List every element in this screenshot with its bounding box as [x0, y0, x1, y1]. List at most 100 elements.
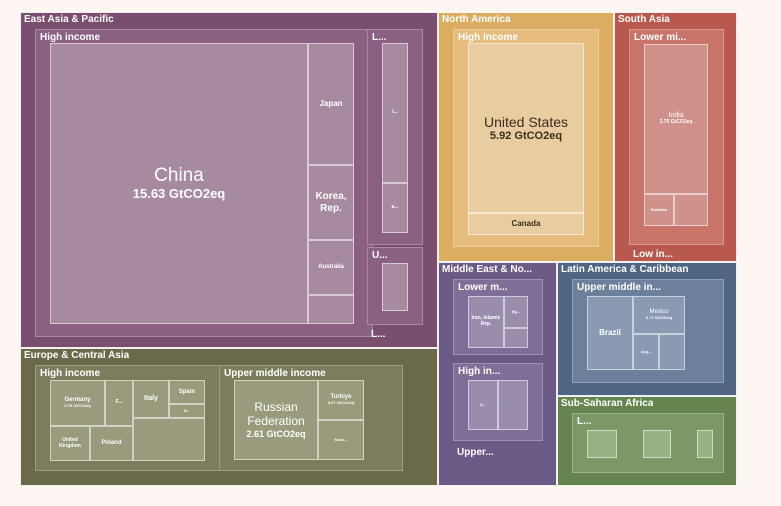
region-east-asia-pacific[interactable]: East Asia & Pacific High income China 15… — [20, 12, 438, 348]
country-brazil[interactable]: Brazil — [587, 296, 633, 370]
country-name: Japan — [319, 99, 343, 109]
country-name: Turkiye — [330, 394, 352, 401]
income-group-high-income[interactable]: High income China 15.63 GtCO2eq Japan Ko… — [35, 29, 373, 337]
country-poland[interactable]: Poland — [90, 426, 133, 461]
region-latin-america-caribbean[interactable]: Latin America & Caribbean Upper middle i… — [557, 262, 737, 396]
income-group-label: High income — [40, 368, 101, 379]
country-name: Italy — [143, 394, 158, 402]
income-group-label: Lower mi... — [634, 32, 687, 43]
country-cell[interactable] — [587, 430, 617, 458]
country-name: Arg... — [640, 348, 652, 354]
income-group-lower-middle[interactable]: Lower m... Iran, Islamic Rep. Eg... — [453, 279, 543, 355]
country-name: a... — [391, 204, 399, 211]
country-name: Germany — [64, 397, 91, 404]
region-middle-east-north-africa[interactable]: Middle East & No... Lower m... Iran, Isl… — [438, 262, 557, 486]
income-group-label-low: Low in... — [633, 249, 673, 260]
income-group-upper-middle[interactable]: Upper middle in... Brazil Mexico 0.77 Gt… — [572, 279, 724, 383]
region-europe-central-asia[interactable]: Europe & Central Asia High income German… — [20, 348, 438, 486]
country-canada[interactable]: Canada — [468, 213, 584, 235]
country-india[interactable]: India 3.75 GtCO2eq — [644, 44, 708, 194]
country-other[interactable]: a... — [382, 183, 408, 233]
country-mexico[interactable]: Mexico 0.77 GtCO2eq — [633, 296, 685, 334]
country-small[interactable] — [498, 380, 528, 430]
country-small[interactable] — [504, 328, 528, 348]
country-korea[interactable]: Korea, Rep. — [308, 165, 354, 240]
country-iran[interactable]: Iran, Islamic Rep. — [468, 296, 504, 348]
country-name: F... — [115, 399, 123, 406]
country-name: China — [154, 165, 204, 187]
country-name: N... — [183, 407, 191, 413]
income-group-high-income[interactable]: High income United States 5.92 GtCO2eq C… — [453, 29, 599, 247]
country-germany[interactable]: Germany 0.79 GtCO2eq — [50, 380, 105, 426]
region-label: North America — [442, 14, 511, 25]
income-group-low[interactable]: L... — [572, 413, 724, 473]
region-label: Europe & Central Asia — [24, 350, 130, 361]
country-france[interactable]: F... — [105, 380, 133, 426]
country-netherlands[interactable]: N... — [169, 404, 205, 418]
country-small[interactable] — [659, 334, 685, 370]
income-group-label: High income — [40, 32, 101, 43]
country-name: India — [668, 112, 684, 120]
country-name: Russian Federation — [247, 400, 305, 428]
region-label: East Asia & Pacific — [24, 14, 114, 25]
income-group-high-income[interactable]: High in... S... — [453, 363, 543, 441]
country-small[interactable] — [133, 418, 205, 461]
country-egypt[interactable]: Eg... — [504, 296, 528, 328]
income-group-label-upper: Upper... — [457, 447, 494, 458]
region-north-america[interactable]: North America High income United States … — [438, 12, 614, 262]
country-name: Eg... — [511, 308, 521, 314]
country-russian-federation[interactable]: Russian Federation 2.61 GtCO2eq — [234, 380, 318, 460]
income-group-label: U... — [372, 250, 388, 261]
country-argentina[interactable]: Arg... — [633, 334, 659, 370]
country-name: United Kingdom — [59, 436, 81, 449]
country-value: 15.63 GtCO2eq — [132, 185, 226, 201]
country-italy[interactable]: Italy — [133, 380, 169, 418]
country-pakistan[interactable]: Pakistan — [644, 194, 674, 226]
income-group-lower-middle[interactable]: Lower mi... India 3.75 GtCO2eq Pakistan — [629, 29, 724, 245]
income-group-high-income[interactable]: High income Germany 0.79 GtCO2eq F... It… — [35, 365, 221, 471]
income-group-label: Lower m... — [458, 282, 508, 293]
country-china[interactable]: China 15.63 GtCO2eq — [50, 43, 308, 324]
country-small[interactable] — [674, 194, 708, 226]
region-label: South Asia — [618, 14, 670, 25]
country-value: 2.61 GtCO2eq — [246, 428, 306, 439]
country-spain[interactable]: Spain — [169, 380, 205, 404]
country-kazakhstan[interactable]: Kaza... — [318, 420, 364, 460]
country-name: Pakistan — [650, 206, 668, 212]
country-saudi-arabia[interactable]: S... — [468, 380, 498, 430]
income-group-upper-middle[interactable]: U... — [367, 247, 423, 325]
country-name: Poland — [101, 440, 122, 447]
income-group-label: Upper middle in... — [577, 282, 661, 293]
income-group-lower-middle[interactable]: L... I... a... — [367, 29, 423, 245]
income-group-label: L... — [577, 416, 592, 427]
country-name: Canada — [511, 219, 541, 229]
country-name: I... — [392, 109, 398, 116]
income-group-upper-middle[interactable]: Upper middle income Russian Federation 2… — [219, 365, 403, 471]
country-name: Brazil — [599, 328, 621, 338]
country-value: 0.67 GtCO2eq — [327, 400, 355, 406]
country-turkiye[interactable]: Turkiye 0.67 GtCO2eq — [318, 380, 364, 420]
region-label: Sub-Saharan Africa — [561, 398, 654, 409]
country-value: 0.79 GtCO2eq — [64, 403, 91, 409]
region-label: Middle East & No... — [442, 264, 533, 275]
country-thailand[interactable] — [382, 263, 408, 311]
country-value: 5.92 GtCO2eq — [489, 129, 563, 142]
income-group-label: Upper middle income — [224, 368, 326, 379]
region-sub-saharan-africa[interactable]: Sub-Saharan Africa L... — [557, 396, 737, 486]
country-name: Korea, Rep. — [315, 191, 347, 214]
income-group-label-low: L... — [371, 329, 386, 340]
region-label: Latin America & Caribbean — [561, 264, 689, 275]
country-japan[interactable]: Japan — [308, 43, 354, 165]
region-south-asia[interactable]: South Asia Lower mi... India 3.75 GtCO2e… — [614, 12, 737, 262]
country-indonesia[interactable]: I... — [382, 43, 408, 183]
country-value: 0.77 GtCO2eq — [645, 315, 673, 321]
country-name: Spain — [178, 388, 196, 395]
country-small[interactable] — [308, 295, 354, 324]
income-group-label: High in... — [458, 366, 501, 377]
country-australia[interactable]: Australia — [308, 240, 354, 295]
country-united-kingdom[interactable]: United Kingdom — [50, 426, 90, 461]
country-united-states[interactable]: United States 5.92 GtCO2eq — [468, 43, 584, 213]
country-cell[interactable] — [643, 430, 671, 458]
country-name: S... — [479, 401, 486, 407]
country-cell[interactable] — [697, 430, 713, 458]
